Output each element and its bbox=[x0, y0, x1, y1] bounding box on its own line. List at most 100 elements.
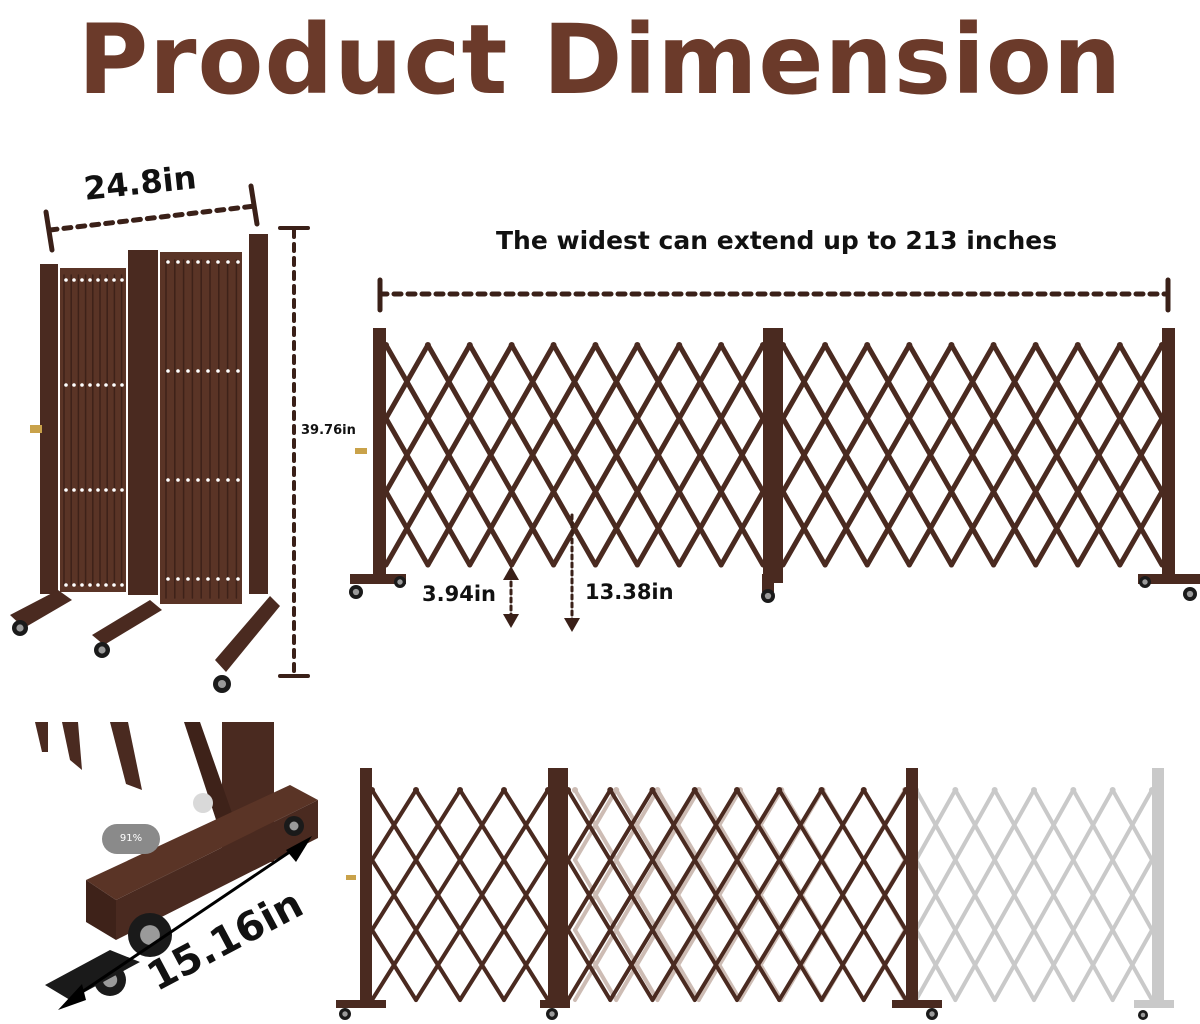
panel-rivet bbox=[64, 488, 68, 492]
dense-lattice-strut bbox=[370, 858, 418, 932]
ghost-lattice-strut bbox=[1032, 788, 1076, 862]
ghost-lattice-strut bbox=[992, 858, 1036, 932]
lattice-left-pin bbox=[383, 342, 389, 348]
latch-pin bbox=[30, 425, 42, 433]
ghost-lattice-pin bbox=[1070, 787, 1077, 793]
panel-rivet bbox=[206, 260, 210, 264]
caster-wheel-hub bbox=[16, 624, 24, 632]
faded-lattice-pin bbox=[572, 787, 578, 793]
dense-lattice-strut bbox=[502, 788, 550, 862]
foot-center bbox=[92, 600, 162, 645]
caster-wheel-hub bbox=[140, 925, 160, 945]
foot-left bbox=[10, 590, 72, 628]
panel-rivet bbox=[112, 583, 116, 587]
lattice-right-pin bbox=[1074, 342, 1081, 348]
ghost-lattice-strut bbox=[1032, 928, 1076, 1002]
panel-rivet bbox=[120, 278, 124, 282]
ghost-lattice-pin bbox=[1031, 787, 1037, 793]
ghost-lattice-strut bbox=[953, 928, 997, 1002]
lattice-right-strut bbox=[1117, 415, 1165, 495]
ghost-lattice-strut bbox=[1071, 928, 1115, 1002]
lattice-left-strut bbox=[676, 489, 724, 568]
base-center bbox=[540, 1000, 570, 1008]
mid-lattice-pin bbox=[734, 787, 740, 793]
panel-rivet bbox=[216, 577, 220, 581]
lattice-right-pin bbox=[906, 342, 913, 348]
panel-rivet bbox=[186, 369, 190, 373]
lattice-left-strut bbox=[509, 415, 557, 495]
lattice-right-pin bbox=[948, 342, 955, 348]
lattice-left-strut bbox=[676, 415, 724, 495]
mid-lattice-strut bbox=[735, 928, 782, 1002]
panel-rivet bbox=[112, 383, 116, 387]
panel-rivet bbox=[64, 583, 68, 587]
lattice-left-strut bbox=[551, 342, 598, 421]
ghost-base bbox=[1134, 1000, 1174, 1008]
extend-caption: The widest can extend up to 213 inches bbox=[496, 226, 1058, 255]
lattice-right-pin bbox=[1116, 342, 1123, 348]
caster-wheel-hub bbox=[929, 1011, 935, 1017]
end-post-left bbox=[373, 328, 386, 583]
caster-wheel-hub bbox=[342, 1011, 348, 1017]
beam-side bbox=[116, 800, 318, 940]
panel-rivet bbox=[196, 260, 200, 264]
mid-lattice-pin bbox=[649, 787, 656, 793]
lattice-right-strut bbox=[906, 489, 954, 568]
faded-lattice-strut bbox=[655, 858, 701, 932]
center-post bbox=[763, 328, 783, 583]
base-right bbox=[1138, 574, 1200, 584]
folded-gate-illustration bbox=[10, 234, 280, 693]
dense-lattice-pin bbox=[369, 787, 375, 793]
gap-small-arrow-down bbox=[503, 614, 519, 628]
lattice-right-strut bbox=[780, 415, 828, 495]
latch-pin bbox=[355, 448, 367, 454]
ghost-lattice-strut bbox=[953, 788, 997, 862]
lattice-right-strut bbox=[822, 489, 870, 568]
lattice-right-pin bbox=[822, 342, 829, 348]
lattice-right-pin bbox=[780, 342, 786, 348]
panel-rivet bbox=[88, 278, 92, 282]
lattice-left-pin bbox=[760, 342, 766, 348]
dense-lattice-strut bbox=[502, 928, 550, 1002]
lattice-right-strut bbox=[1033, 415, 1081, 495]
ghost-lattice-strut bbox=[953, 858, 997, 932]
caster-wheel-hub bbox=[1142, 579, 1148, 585]
panel-rivet bbox=[72, 583, 76, 587]
dense-lattice-pin bbox=[457, 787, 463, 793]
mid-lattice-strut bbox=[566, 928, 613, 1002]
post-right bbox=[249, 234, 268, 594]
lattice-left-strut bbox=[383, 489, 431, 568]
mid-lattice-strut bbox=[861, 858, 908, 932]
mid-lattice-strut bbox=[777, 788, 824, 862]
lattice-right-strut bbox=[906, 342, 954, 421]
lattice-left-strut bbox=[467, 415, 515, 495]
panel-rivet bbox=[176, 369, 180, 373]
foot-right bbox=[215, 596, 280, 672]
panel-rivet bbox=[166, 260, 170, 264]
panel-rivet bbox=[88, 583, 92, 587]
lattice-left-strut bbox=[467, 489, 515, 568]
lattice-right-pin bbox=[864, 342, 871, 348]
lattice-left-strut bbox=[551, 415, 598, 495]
panel-rivet bbox=[216, 369, 220, 373]
panel-rivet bbox=[196, 577, 200, 581]
page-title: Product Dimension bbox=[77, 4, 1123, 116]
panel-rivet bbox=[120, 383, 124, 387]
mid-lattice-pin bbox=[860, 787, 867, 793]
mid-lattice-strut bbox=[566, 858, 613, 932]
panel-rivet bbox=[72, 383, 76, 387]
lattice-right-strut bbox=[864, 415, 912, 495]
panel-rivet bbox=[104, 488, 108, 492]
base-dim-line bbox=[68, 843, 302, 1002]
ghost-lattice-strut bbox=[992, 788, 1036, 862]
lattice-left-strut bbox=[467, 342, 515, 421]
panel-rivet bbox=[72, 278, 76, 282]
ghost-lattice-strut bbox=[992, 928, 1036, 1002]
panel-rivet bbox=[96, 583, 100, 587]
dense-lattice-strut bbox=[458, 928, 506, 1002]
beam-top bbox=[86, 785, 318, 900]
lattice-left-strut bbox=[634, 342, 682, 421]
mid-lattice-strut bbox=[650, 928, 697, 1002]
panel-rivet bbox=[216, 478, 220, 482]
mid-lattice-pin bbox=[607, 787, 614, 793]
